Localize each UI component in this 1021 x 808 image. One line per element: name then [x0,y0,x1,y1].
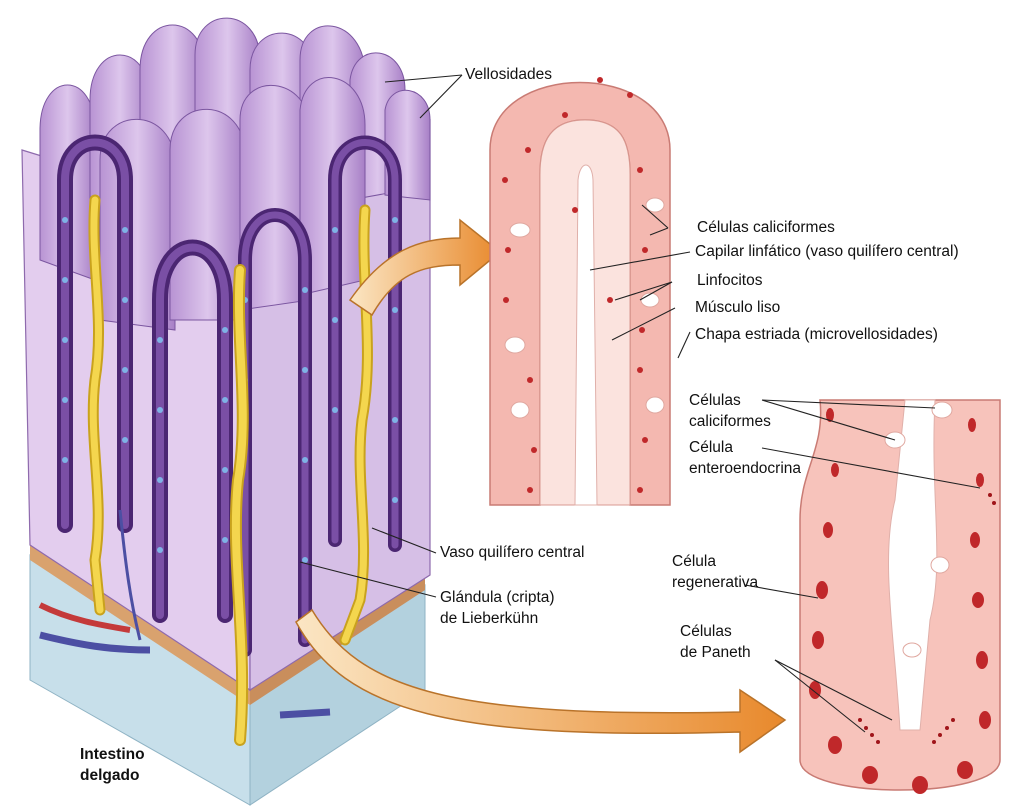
label-intestino-2: delgado [80,766,139,786]
label-celula-regenerativa-2: regenerativa [672,573,758,593]
label-glandula-2: de Lieberkühn [440,609,538,629]
label-celula-enteroendocrina-2: enteroendocrina [689,459,801,479]
label-vellosidades: Vellosidades [465,65,552,85]
label-celula-enteroendocrina-1: Célula [689,438,733,458]
label-celulas-caliciformes-villus: Células caliciformes [697,218,835,238]
label-capilar-linfatico: Capilar linfático (vaso quilífero centra… [695,242,959,262]
label-musculo-liso: Músculo liso [695,298,780,318]
label-celulas-paneth-1: Células [680,622,732,642]
label-glandula-1: Glándula (cripta) [440,588,555,608]
label-chapa-estriada: Chapa estriada (microvellosidades) [695,325,938,345]
label-intestino-1: Intestino [80,745,145,765]
label-vaso-quilifero: Vaso quilífero central [440,543,584,563]
label-celulas-caliciformes-crypt-1: Células [689,391,741,411]
crypt-histology [800,400,1000,794]
label-celulas-paneth-2: de Paneth [680,643,751,663]
label-celula-regenerativa-1: Célula [672,552,716,572]
label-linfocitos: Linfocitos [697,271,762,291]
label-celulas-caliciformes-crypt-2: caliciformes [689,412,771,432]
